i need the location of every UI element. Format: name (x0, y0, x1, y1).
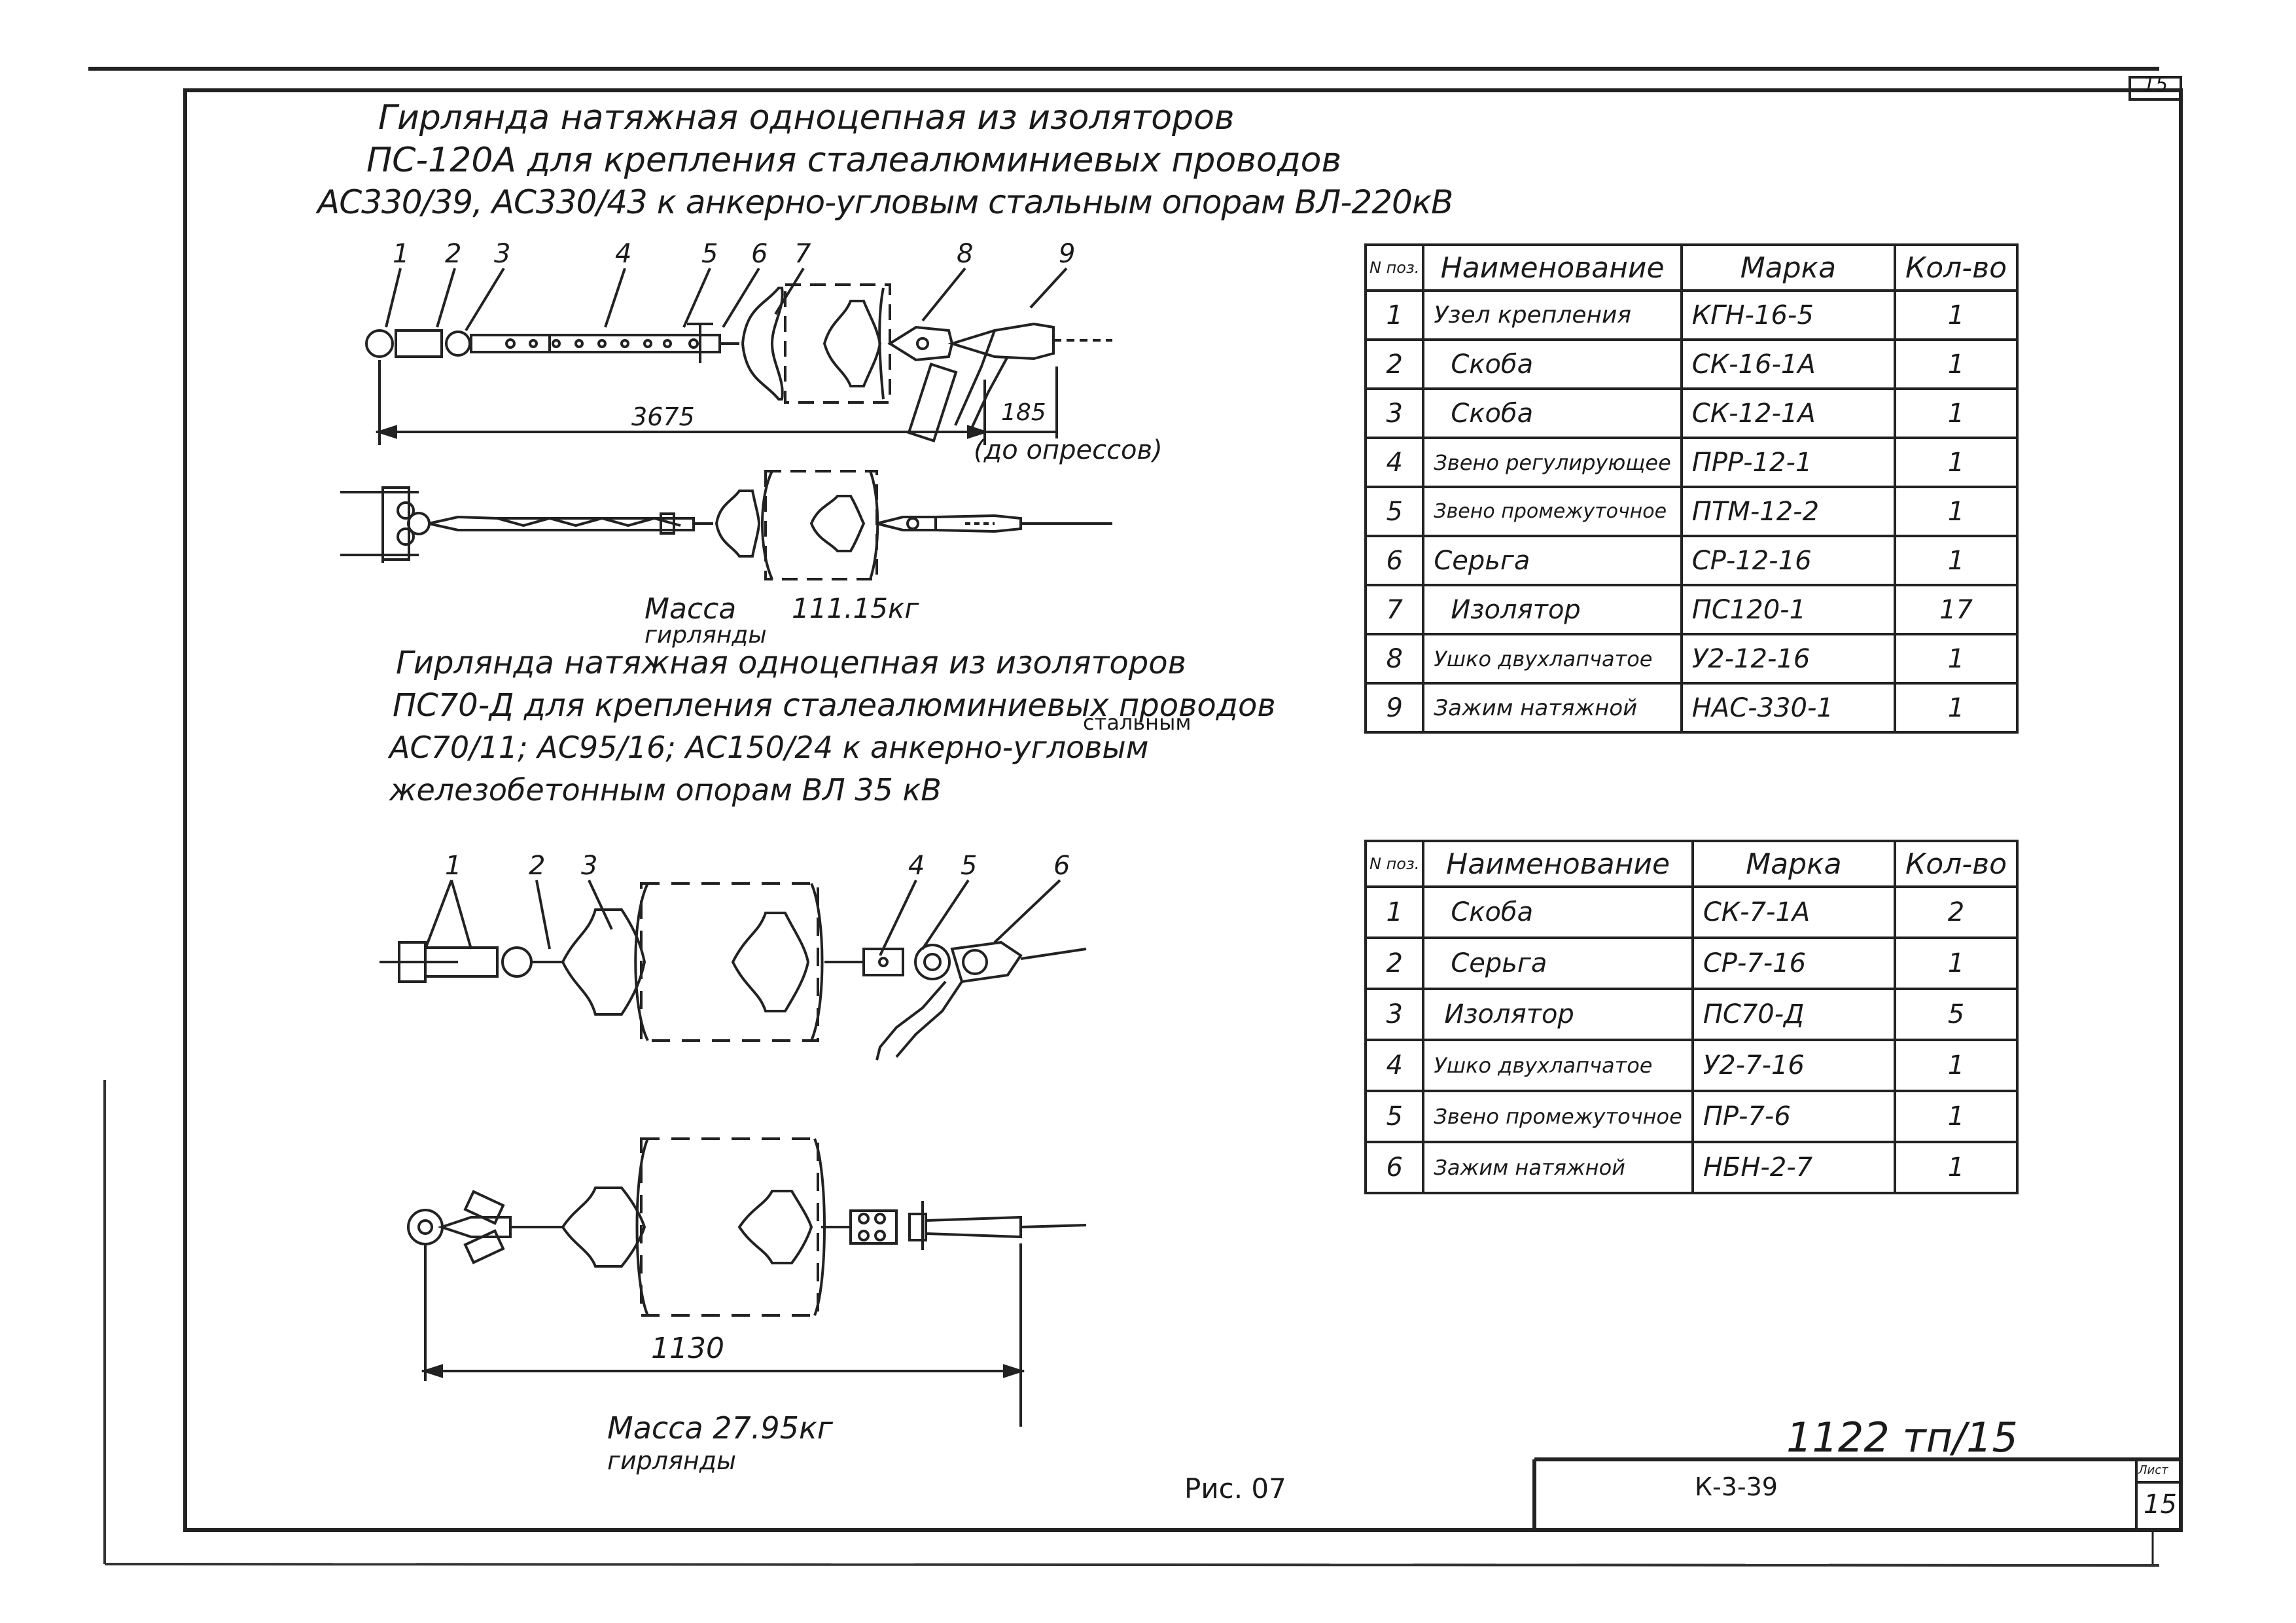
corner-sheet-number: 15 (2143, 73, 2168, 96)
upper-mass-value: 111.15кг (792, 592, 919, 624)
upper-dimension-length: 3675 (631, 402, 695, 431)
table-row: 5 Звено промежуточное ПТМ-12-2 1 (1364, 486, 2019, 537)
lower-callout-5: 5 (961, 851, 978, 881)
table-row: 3 Скоба СК-12-1А 1 (1364, 387, 2019, 439)
upper-title-line-2: ПС-120А для крепления сталеалюминиевых п… (366, 141, 1342, 180)
lower-callout-6: 6 (1053, 851, 1070, 881)
upper-dimension-crimp-note: (до опрессов) (974, 435, 1163, 465)
upper-callout-1: 1 (393, 239, 410, 269)
table-row: 2 Скоба СК-16-1А 1 (1364, 338, 2019, 390)
table-row: 6 Серьга СР-12-16 1 (1364, 535, 2019, 586)
table-row: 5 Звено промежуточное ПР-7-6 1 (1364, 1090, 2019, 1143)
table-row: 4 Ушко двухлапчатое У2-7-16 1 (1364, 1039, 2019, 1092)
lower-mass-label: Масса 27.95кг (607, 1410, 833, 1446)
table-row: 1 Узел крепления КГН-16-5 1 (1364, 289, 2019, 341)
col-name: Наименование (1422, 243, 1683, 292)
table-row: 3 Изолятор ПС70-Д 5 (1364, 988, 2019, 1041)
lower-title-line-3: АС70/11; АС95/16; АС150/24 к анкерно-угл… (389, 730, 1149, 765)
lower-dimension-length: 1130 (651, 1332, 724, 1365)
table-header: N поз. Наименование Марка Кол-во (1364, 840, 2019, 888)
col-qty: Кол-во (1893, 840, 2019, 888)
upper-callout-9: 9 (1059, 239, 1076, 269)
upper-callout-6: 6 (751, 239, 768, 269)
upper-callout-4: 4 (615, 239, 632, 269)
spec-table-upper: N поз. Наименование Марка Кол-во 1 Узел … (1364, 243, 2019, 734)
table-row: 8 Ушко двухлапчатое У2-12-16 1 (1364, 633, 2019, 685)
sheet-label: Лист (2138, 1463, 2168, 1477)
lower-callout-4: 4 (908, 851, 925, 881)
col-mark: Марка (1691, 840, 1896, 888)
col-mark: Марка (1680, 243, 1896, 292)
table-row: 2 Серьга СР-7-16 1 (1364, 936, 2019, 990)
project-code: 1122 тп/15 (1786, 1414, 2018, 1461)
spec-table-lower: N поз. Наименование Марка Кол-во 1 Скоба… (1364, 840, 2019, 1194)
col-pos: N поз. (1364, 840, 1425, 888)
lower-callout-1: 1 (445, 851, 462, 881)
upper-callout-2: 2 (445, 239, 462, 269)
upper-callout-7: 7 (794, 239, 811, 269)
lower-callout-2: 2 (529, 851, 546, 881)
drawing-code: К-3-39 (1695, 1472, 1778, 1501)
upper-title-line-3: АС330/39, АС330/43 к анкерно-угловым ста… (317, 183, 1453, 221)
table-row: 9 Зажим натяжной НАС-330-1 1 (1364, 682, 2019, 734)
lower-title-insert: стальным (1083, 710, 1192, 735)
lower-title-line-2: ПС70-Д для крепления сталеалюминиевых пр… (393, 687, 1276, 724)
table-row: 1 Скоба СК-7-1А 2 (1364, 885, 2019, 939)
upper-mass-label: Масса (645, 592, 737, 626)
upper-dimension-crimp: 185 (1001, 399, 1046, 426)
table-row: 6 Зажим натяжной НБН-2-7 1 (1364, 1141, 2019, 1194)
table-row: 4 Звено регулирующее ПРР-12-1 1 (1364, 437, 2019, 488)
col-qty: Кол-во (1893, 243, 2019, 292)
table-row: 7 Изолятор ПС120-1 17 (1364, 584, 2019, 635)
lower-callout-3: 3 (581, 851, 598, 881)
lower-title-line-4: железобетонным опорам ВЛ 35 кВ (389, 772, 942, 808)
sheet-number: 15 (2144, 1489, 2177, 1520)
col-name: Наименование (1422, 840, 1694, 888)
upper-callout-5: 5 (701, 239, 718, 269)
table-header: N поз. Наименование Марка Кол-во (1364, 243, 2019, 292)
upper-mass-label-2: гирлянды (645, 622, 767, 649)
upper-title-line-1: Гирлянда натяжная одноцепная из изолятор… (378, 98, 1235, 137)
upper-callout-3: 3 (494, 239, 511, 269)
lower-title-line-1: Гирлянда натяжная одноцепная из изолятор… (396, 645, 1186, 681)
col-pos: N поз. (1364, 243, 1425, 292)
lower-mass-label-2: гирлянды (607, 1446, 737, 1475)
figure-label: Рис. 07 (1184, 1472, 1286, 1505)
upper-callout-8: 8 (957, 239, 974, 269)
